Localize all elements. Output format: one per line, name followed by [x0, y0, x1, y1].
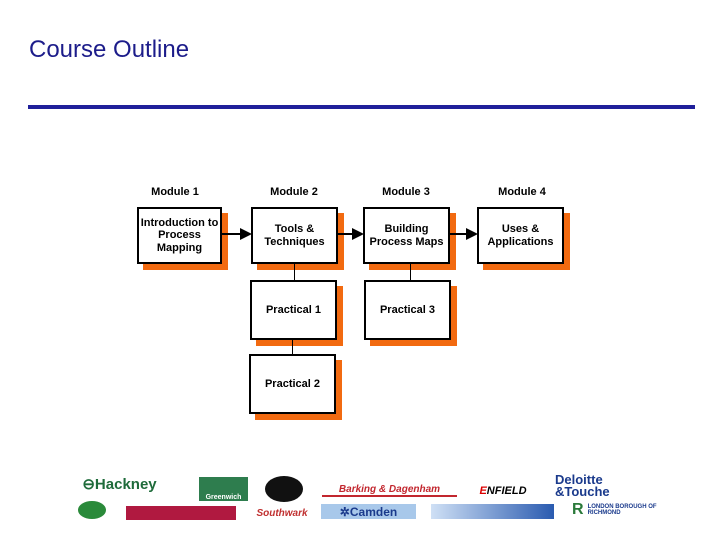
module-1-box: Introduction to Process Mapping — [137, 207, 222, 264]
module-2-box: Tools & Techniques — [251, 207, 338, 264]
module-3-label: Module 3 — [382, 186, 430, 198]
practical-2-box: Practical 2 — [249, 354, 336, 414]
module-4-box: Uses & Applications — [477, 207, 564, 264]
logo-barking-dagenham: Barking & Dagenham — [322, 483, 457, 497]
logo-deloitte: Deloitte&Touche — [555, 472, 610, 499]
practical-3-box: Practical 3 — [364, 280, 451, 340]
module-2-label: Module 2 — [270, 186, 318, 198]
module-3-box: Building Process Maps — [363, 207, 450, 264]
module-4-label: Module 4 — [498, 186, 546, 198]
title-divider — [28, 105, 695, 109]
logo-tower-hamlets — [431, 504, 554, 519]
logo-hackney: ⊖Hackney — [82, 476, 157, 493]
logo-sutton — [78, 501, 106, 519]
logo-camden: ✲Camden — [321, 504, 416, 519]
logo-seal — [265, 476, 303, 502]
page-title: Course Outline — [29, 36, 190, 63]
module-1-label: Module 1 — [151, 186, 199, 198]
logo-southwark: Southwark — [256, 507, 308, 519]
practical-1-box: Practical 1 — [250, 280, 337, 340]
logo-newham — [126, 506, 236, 520]
logo-greenwich: Greenwich — [199, 477, 248, 501]
